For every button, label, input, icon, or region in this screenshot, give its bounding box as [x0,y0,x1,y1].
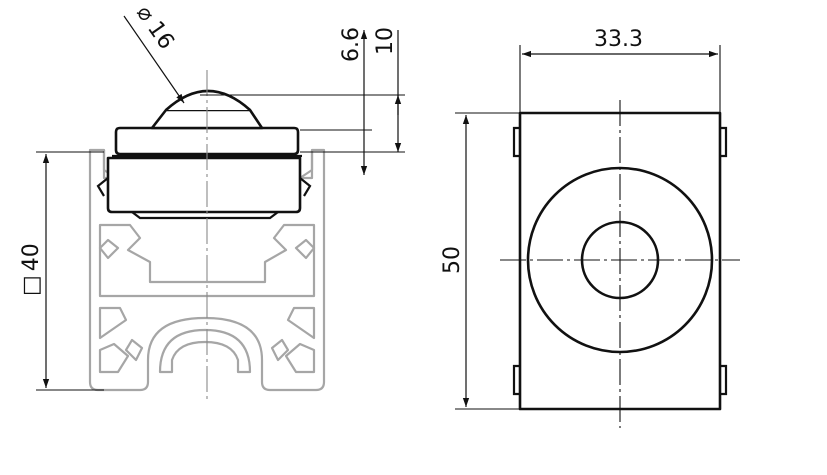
dim-10-label: 10 [373,27,398,55]
front-view: ⌀16 6.6 10 □ 40 [19,1,405,400]
top-view: 33.3 50 [440,27,740,428]
dim-33-3-label: 33.3 [594,27,643,52]
clip-bottom-left [512,364,520,396]
diameter-leader-line [123,15,185,104]
diameter-value: 16 [142,17,179,54]
diameter-label: ⌀16 [131,1,179,54]
clip-bottom-right [720,364,728,396]
dim-6-6-label: 6.6 [339,27,364,62]
clip-top-right [720,126,728,158]
clip-top-left [512,126,520,158]
dim-40-value: 40 [19,243,44,271]
dim-50-label: 50 [440,246,465,274]
aluminium-profile [88,148,326,392]
square-symbol: □ [19,275,44,296]
dim-40-label: □ 40 [19,243,44,296]
ball-transfer-unit [96,89,312,220]
